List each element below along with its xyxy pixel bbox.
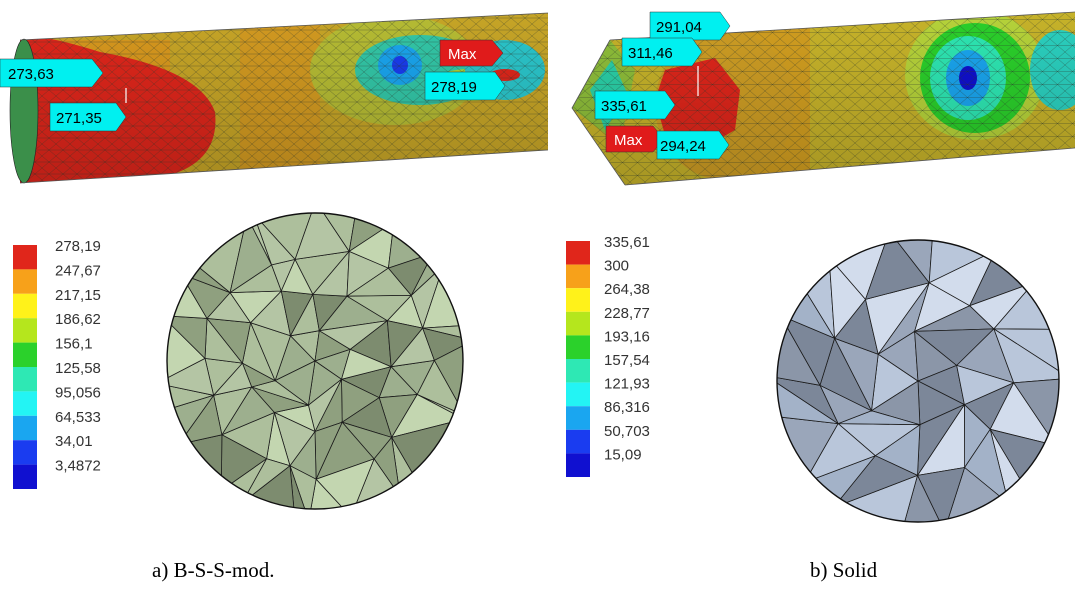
legend-swatch <box>566 335 590 359</box>
caption-b: b) Solid <box>810 558 878 582</box>
legend-swatch <box>13 269 37 294</box>
legend-swatch <box>13 367 37 392</box>
probe-tag-b1: 291,04 <box>649 11 731 41</box>
tube-a-outline <box>19 12 549 184</box>
legend-swatch <box>13 440 37 465</box>
probe-tag-b2: 311,46 <box>621 37 703 96</box>
legend-swatch <box>566 359 590 383</box>
legend-swatch <box>13 464 37 489</box>
legend-swatch <box>13 342 37 367</box>
legend-label: 335,61 <box>604 234 650 251</box>
svg-text:294,24: 294,24 <box>660 138 706 155</box>
legend-label: 193,16 <box>604 328 650 345</box>
legend-label: 3,4872 <box>55 458 101 475</box>
legend-swatch <box>13 293 37 319</box>
svg-text:335,61: 335,61 <box>601 98 647 115</box>
legend-swatch <box>566 382 590 407</box>
probe-tag-a3: 278,19 <box>424 71 506 101</box>
legend-label: 278,19 <box>55 238 101 255</box>
legend-label: 157,54 <box>604 352 650 369</box>
mesh-element <box>177 434 223 492</box>
probe-tag-a1: 273,63 <box>0 58 104 88</box>
legend-swatch <box>13 245 37 270</box>
legend-swatch <box>566 453 590 477</box>
svg-text:Max: Max <box>448 46 477 63</box>
legend-swatch <box>13 318 37 343</box>
legend-swatch <box>566 264 590 289</box>
mesh-element <box>433 339 463 417</box>
legend-label: 95,056 <box>55 384 101 401</box>
color-legend-b: 335,61 300 264,38 228,77 193,16 157,54 121,93 8… <box>566 234 650 477</box>
svg-text:291,04: 291,04 <box>656 19 702 36</box>
legend-swatch <box>566 406 590 430</box>
mesh-element <box>340 348 393 380</box>
legend-swatch <box>566 288 590 312</box>
legend-label: 15,09 <box>604 446 642 463</box>
max-tag-b: Max <box>605 125 665 153</box>
legend-label: 125,58 <box>55 360 101 377</box>
mesh-element <box>956 364 1015 406</box>
section-outline <box>776 239 1060 523</box>
svg-text:271,35: 271,35 <box>56 110 102 127</box>
legend-swatch <box>566 429 590 454</box>
legend-label: 186,62 <box>55 311 101 328</box>
legend-label: 34,01 <box>55 433 93 450</box>
legend-label: 300 <box>604 258 629 275</box>
legend-swatch <box>13 415 37 441</box>
legend-swatch <box>566 311 590 336</box>
legend-label: 64,533 <box>55 409 101 426</box>
legend-swatch <box>566 241 590 265</box>
color-legend-a: 278,19 247,67 217,15 186,62 156,1 125,58 95,05… <box>13 238 101 489</box>
cross-section-mesh-b <box>776 239 1060 523</box>
caption-a: a) B-S-S-mod. <box>152 558 275 582</box>
legend-label: 86,316 <box>604 399 650 416</box>
legend-swatch <box>13 391 37 416</box>
svg-text:Max: Max <box>614 132 643 149</box>
legend-label: 228,77 <box>604 305 650 322</box>
probe-tag-b4: 294,24 <box>656 130 730 160</box>
probe-tag-a2: 271,35 <box>49 88 127 132</box>
cross-section-mesh-a <box>166 212 464 510</box>
legend-label: 50,703 <box>604 423 650 440</box>
svg-text:278,19: 278,19 <box>431 79 477 96</box>
legend-label: 156,1 <box>55 336 93 353</box>
max-tag-a: Max <box>439 39 504 67</box>
probe-tag-b3: 335,61 <box>594 90 676 120</box>
svg-text:273,63: 273,63 <box>8 66 54 83</box>
legend-label: 247,67 <box>55 262 101 279</box>
section-outline <box>166 212 464 510</box>
svg-text:311,46: 311,46 <box>628 45 673 62</box>
legend-label: 121,93 <box>604 376 650 393</box>
legend-label: 264,38 <box>604 281 650 298</box>
legend-label: 217,15 <box>55 287 101 304</box>
